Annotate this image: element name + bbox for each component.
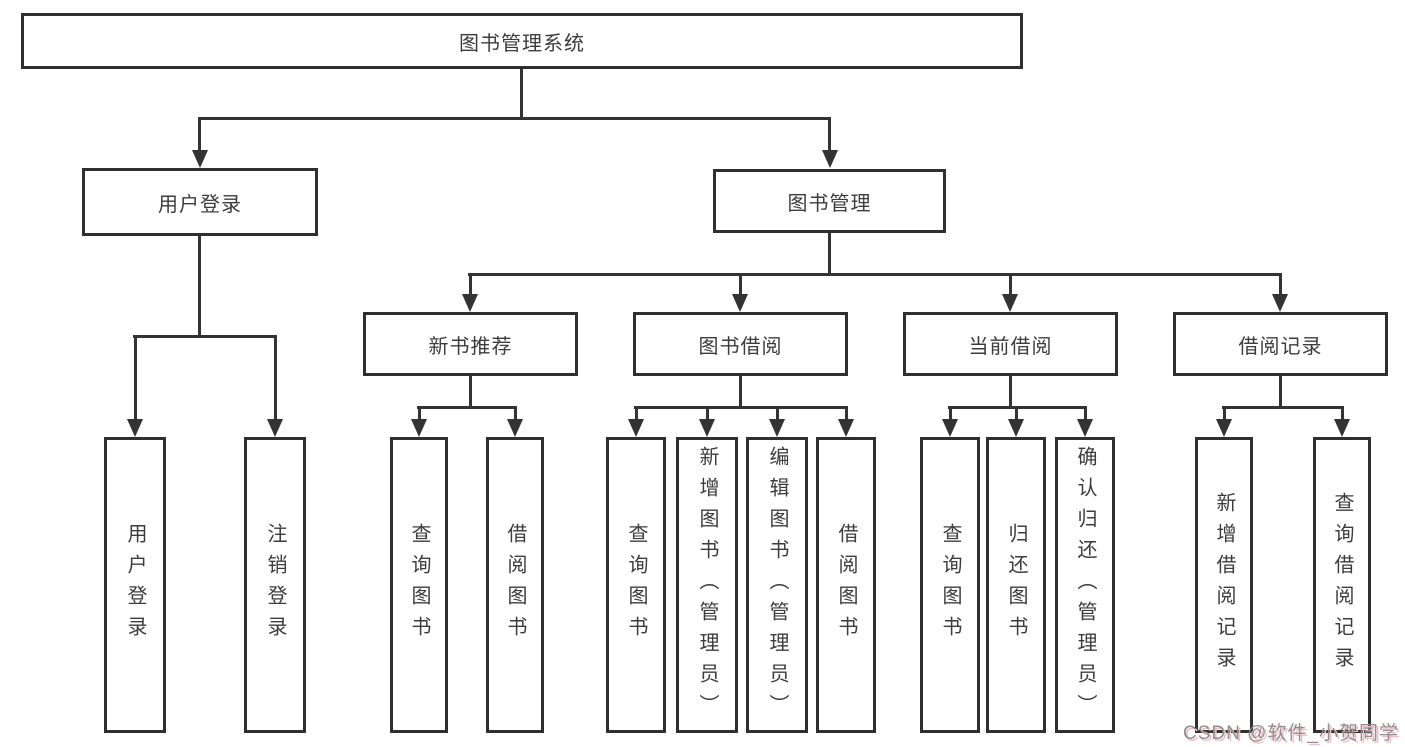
node-book-management: 图书管理 xyxy=(713,169,946,233)
node-library-management-system: 图书管理系统 xyxy=(21,13,1023,69)
connector xyxy=(469,273,472,297)
leaf-add-borrow-record: 新增借阅记录 xyxy=(1195,437,1253,733)
connector xyxy=(1084,406,1087,422)
node-label: 查询图书 xyxy=(939,523,961,647)
leaf-query-books-borrowing: 查询图书 xyxy=(606,437,666,733)
arrowhead-down-icon xyxy=(732,294,748,312)
arrowhead-down-icon xyxy=(838,419,854,437)
node-current-borrowing: 当前借阅 xyxy=(903,312,1118,376)
connector xyxy=(949,406,952,422)
arrowhead-down-icon xyxy=(699,419,715,437)
connector xyxy=(828,233,831,276)
arrowhead-down-icon xyxy=(127,419,143,437)
leaf-logout: 注销登录 xyxy=(244,437,306,733)
node-label: 图书管理 xyxy=(787,192,872,215)
connector xyxy=(1279,273,1282,297)
node-borrowing-records: 借阅记录 xyxy=(1173,312,1388,376)
node-label: 查询借阅记录 xyxy=(1331,492,1353,678)
node-label: 新书推荐 xyxy=(428,335,513,358)
node-label: 查询图书 xyxy=(408,523,430,647)
connector xyxy=(198,117,201,153)
connector xyxy=(520,69,523,120)
connector xyxy=(706,406,709,422)
watermark: CSDN @软件_小贺同学 xyxy=(1183,723,1399,744)
node-label: 借阅图书 xyxy=(504,523,526,647)
arrowhead-down-icon xyxy=(942,419,958,437)
arrowhead-down-icon xyxy=(507,419,523,437)
node-new-book-recommendation: 新书推荐 xyxy=(363,312,578,376)
leaf-query-borrow-record: 查询借阅记录 xyxy=(1313,437,1371,733)
leaf-edit-book-admin: 编辑图书（管理员） xyxy=(746,437,808,733)
connector xyxy=(1009,376,1012,409)
connector xyxy=(1009,273,1012,297)
arrowhead-down-icon xyxy=(1002,294,1018,312)
connector xyxy=(634,406,847,409)
arrowhead-down-icon xyxy=(822,150,838,168)
node-label: 新增借阅记录 xyxy=(1213,492,1235,678)
connector xyxy=(514,406,517,422)
connector xyxy=(828,117,831,153)
node-label: 新增图书（管理员） xyxy=(696,445,718,725)
node-label: 借阅记录 xyxy=(1238,335,1323,358)
arrowhead-down-icon xyxy=(462,294,478,312)
node-label: 图书借阅 xyxy=(698,335,783,358)
connector xyxy=(635,406,638,422)
node-label: 注销登录 xyxy=(264,523,286,647)
connector xyxy=(468,273,1282,276)
node-user-login: 用户登录 xyxy=(82,168,318,236)
node-label: 归还图书 xyxy=(1005,523,1027,647)
leaf-confirm-return-admin: 确认归还（管理员） xyxy=(1055,437,1115,733)
node-label: 确认归还（管理员） xyxy=(1074,445,1096,725)
connector xyxy=(469,376,472,409)
node-label: 借阅图书 xyxy=(835,523,857,647)
arrowhead-down-icon xyxy=(769,419,785,437)
connector xyxy=(1223,406,1226,422)
connector xyxy=(133,335,277,338)
arrowhead-down-icon xyxy=(267,419,283,437)
connector xyxy=(417,406,517,409)
node-book-borrowing: 图书借阅 xyxy=(633,312,848,376)
connector xyxy=(1222,406,1343,409)
connector xyxy=(845,406,848,422)
connector xyxy=(1015,406,1018,422)
arrowhead-down-icon xyxy=(1216,419,1232,437)
connector xyxy=(739,273,742,297)
arrowhead-down-icon xyxy=(1272,294,1288,312)
connector xyxy=(1279,376,1282,409)
arrowhead-down-icon xyxy=(628,419,644,437)
leaf-return-books: 归还图书 xyxy=(986,437,1046,733)
node-label: 当前借阅 xyxy=(968,335,1053,358)
arrowhead-down-icon xyxy=(1008,419,1024,437)
node-label: 用户登录 xyxy=(124,523,146,647)
leaf-user-login: 用户登录 xyxy=(104,437,166,733)
connector xyxy=(274,335,277,421)
node-label: 查询图书 xyxy=(625,523,647,647)
connector xyxy=(134,335,137,421)
connector xyxy=(198,236,201,338)
node-label: 编辑图书（管理员） xyxy=(766,445,788,725)
arrowhead-down-icon xyxy=(1077,419,1093,437)
leaf-query-books-new-book: 查询图书 xyxy=(390,437,448,733)
connector xyxy=(418,406,421,422)
node-label: 图书管理系统 xyxy=(459,32,585,55)
connector xyxy=(739,376,742,409)
node-label: 用户登录 xyxy=(158,193,242,216)
connector xyxy=(1341,406,1344,422)
leaf-borrow-books-new-book: 借阅图书 xyxy=(486,437,544,733)
arrowhead-down-icon xyxy=(411,419,427,437)
connector xyxy=(198,117,831,120)
leaf-add-book-admin: 新增图书（管理员） xyxy=(676,437,738,733)
arrowhead-down-icon xyxy=(192,150,208,168)
connector xyxy=(776,406,779,422)
arrowhead-down-icon xyxy=(1334,419,1350,437)
leaf-query-books-current: 查询图书 xyxy=(920,437,980,733)
leaf-borrow-books-borrowing: 借阅图书 xyxy=(816,437,876,733)
